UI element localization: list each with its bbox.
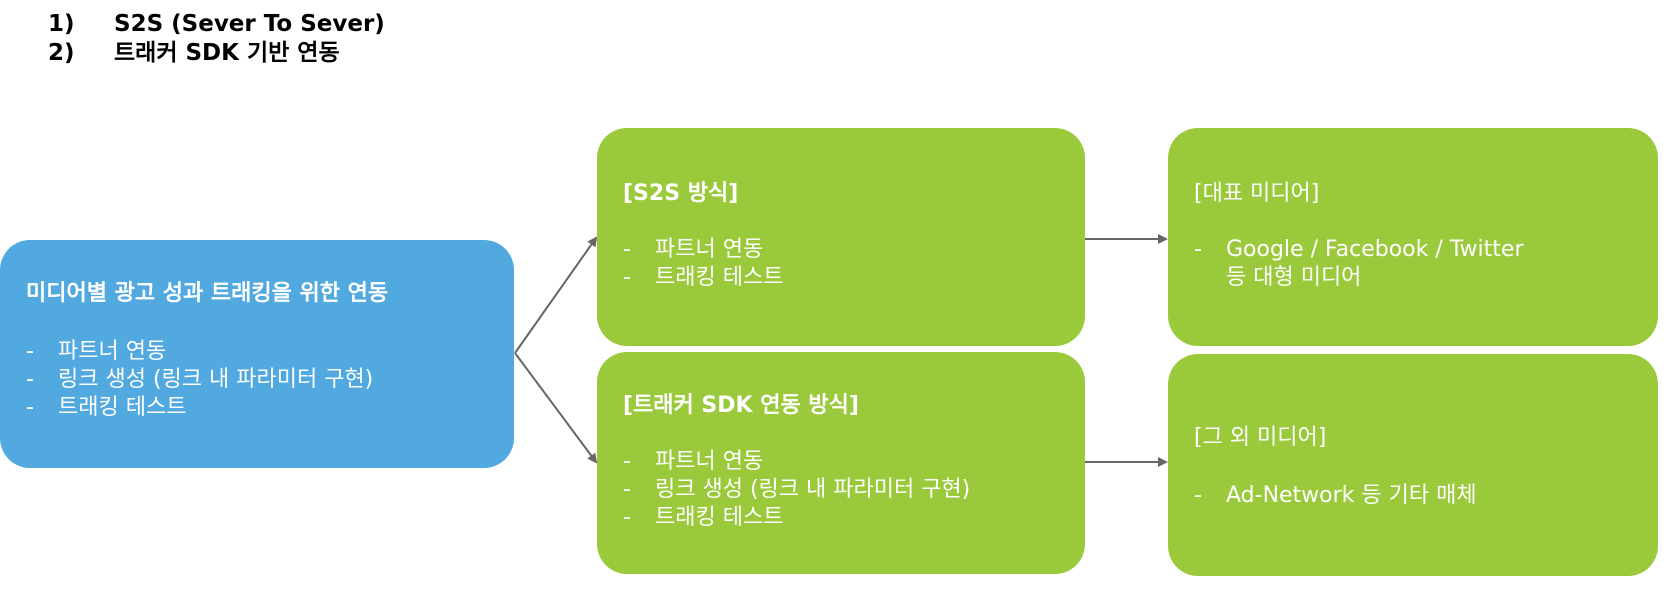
arrow-main-to-s2s — [514, 236, 598, 354]
main-box-title: 미디어별 광고 성과 트래킹을 위한 연동 — [26, 281, 389, 306]
bullet-dash: - — [26, 339, 34, 364]
sdk-box-title: [트래커 SDK 연동 방식] — [623, 393, 859, 418]
bullet-dash: - — [1194, 237, 1202, 262]
list-item: - 파트너 연동 — [26, 338, 494, 366]
bullet-dash: - — [623, 265, 631, 290]
list-item: - 링크 생성 (링크 내 파라미터 구현) — [26, 366, 494, 394]
bullet-dash: - — [26, 395, 34, 420]
list-item: - 트래킹 테스트 — [623, 264, 1065, 292]
bullet-dash: - — [623, 505, 631, 530]
list-item: - 링크 생성 (링크 내 파라미터 구현) — [623, 476, 1065, 504]
bullet-dash: - — [623, 477, 631, 502]
main-box-list: - 파트너 연동 - 링크 생성 (링크 내 파라미터 구현) - 트래킹 테스… — [26, 338, 494, 422]
list-item-text: Ad-Network 등 기타 매체 — [1226, 483, 1477, 508]
list-item-text: 파트너 연동 — [58, 339, 167, 364]
major-media-box-title: [대표 미디어] — [1194, 181, 1320, 206]
s2s-box-list: - 파트너 연동 - 트래킹 테스트 — [623, 236, 1065, 292]
list-item-text: 트래킹 테스트 — [58, 395, 187, 420]
s2s-box-title: [S2S 방식] — [623, 181, 739, 206]
list-item-text: Google / Facebook / Twitter 등 대형 미디어 — [1226, 237, 1524, 290]
list-item-text: 링크 생성 (링크 내 파라미터 구현) — [655, 477, 971, 502]
bullet-dash: - — [623, 237, 631, 262]
heading-list: 1) S2S (Sever To Sever) 2) 트래커 SDK 기반 연동 — [48, 10, 385, 68]
other-media-box-title: [그 외 미디어] — [1194, 425, 1327, 450]
other-media-box-list: - Ad-Network 등 기타 매체 — [1194, 482, 1638, 510]
list-item-text: 트래킹 테스트 — [655, 505, 784, 530]
major-media-box-list: - Google / Facebook / Twitter 등 대형 미디어 — [1194, 236, 1638, 292]
list-item: - 파트너 연동 — [623, 448, 1065, 476]
bullet-dash: - — [26, 367, 34, 392]
bullet-dash: - — [623, 449, 631, 474]
heading-item: 1) S2S (Sever To Sever) — [48, 10, 385, 39]
list-item: - Google / Facebook / Twitter 등 대형 미디어 — [1194, 236, 1638, 292]
heading-item-number: 1) — [48, 11, 75, 37]
arrow-main-to-sdk — [514, 352, 598, 464]
list-item: - 트래킹 테스트 — [623, 504, 1065, 532]
sdk-box: [트래커 SDK 연동 방식] - 파트너 연동 - 링크 생성 (링크 내 파… — [597, 352, 1085, 574]
major-media-box: [대표 미디어] - Google / Facebook / Twitter 등… — [1168, 128, 1658, 346]
sdk-box-list: - 파트너 연동 - 링크 생성 (링크 내 파라미터 구현) - 트래킹 테스… — [623, 448, 1065, 532]
heading-item: 2) 트래커 SDK 기반 연동 — [48, 39, 385, 68]
list-item-text: 파트너 연동 — [655, 237, 764, 262]
list-item-text: 링크 생성 (링크 내 파라미터 구현) — [58, 367, 374, 392]
list-item-text: 트래킹 테스트 — [655, 265, 784, 290]
list-item: - 트래킹 테스트 — [26, 394, 494, 422]
heading-item-text: S2S (Sever To Sever) — [114, 11, 385, 37]
bullet-dash: - — [1194, 483, 1202, 508]
heading-item-number: 2) — [48, 40, 75, 66]
s2s-box: [S2S 방식] - 파트너 연동 - 트래킹 테스트 — [597, 128, 1085, 346]
heading-item-text: 트래커 SDK 기반 연동 — [114, 40, 340, 66]
other-media-box: [그 외 미디어] - Ad-Network 등 기타 매체 — [1168, 354, 1658, 576]
main-box: 미디어별 광고 성과 트래킹을 위한 연동 - 파트너 연동 - 링크 생성 (… — [0, 240, 514, 468]
list-item-text: 파트너 연동 — [655, 449, 764, 474]
list-item: - 파트너 연동 — [623, 236, 1065, 264]
list-item: - Ad-Network 등 기타 매체 — [1194, 482, 1638, 510]
